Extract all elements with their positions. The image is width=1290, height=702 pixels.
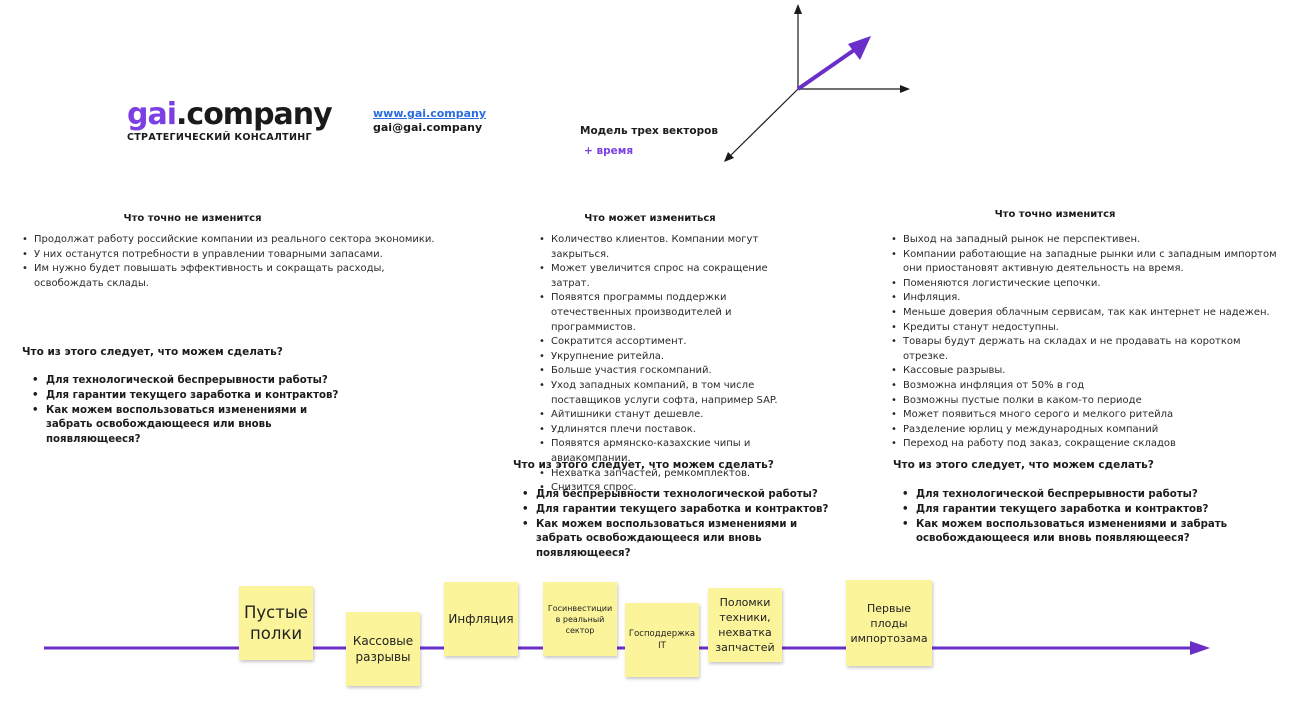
list-item: Укрупнение ритейла. (539, 350, 809, 365)
list-item: Появятся армянско-казахские чипы и авиак… (539, 437, 809, 466)
sticky-note[interactable]: Инфляция (444, 582, 518, 656)
logo: gai.company СТРАТЕГИЧЕСКИЙ КОНСАЛТИНГ (127, 97, 333, 144)
actions-list-1: Для технологической беспрерывности работ… (32, 374, 352, 448)
model-title: Модель трех векторов (580, 125, 718, 137)
list-item: Кассовые разрывы. (891, 364, 1286, 379)
sticky-note-text: Госинвестиции в реальный сектор (547, 603, 613, 635)
vertical-arrowhead (794, 4, 802, 14)
list-item: Переход на работу под заказ, сокращение … (891, 437, 1286, 452)
sticky-note[interactable]: Господдержка IT (625, 603, 699, 677)
sticky-note[interactable]: Кассовые разрывы (346, 612, 420, 686)
list-item: Как можем воспользоваться изменениями и … (902, 518, 1232, 548)
list-item: Для гарантии текущего заработка и контра… (902, 503, 1232, 518)
email-text: gai@gai.company (373, 121, 483, 134)
timeline-arrowhead (1190, 641, 1210, 655)
list-item: Для гарантии текущего заработка и контра… (32, 389, 352, 404)
list-item: Для технологической беспрерывности работ… (32, 374, 352, 389)
vector-arrowhead (848, 36, 871, 60)
actions-title-1: Что из этого следует, что можем сделать? (22, 346, 283, 358)
list-item: Поменяются логистические цепочки. (891, 277, 1286, 292)
column-title-will-change: Что точно изменится (994, 209, 1116, 220)
vector-arrow-line (796, 44, 862, 91)
contacts: www.gai.company gai@gai.company (373, 107, 486, 134)
list-unchanged: Продолжат работу российские компании из … (22, 233, 442, 291)
actions-title-2: Что из этого следует, что можем сделать? (513, 459, 774, 471)
sticky-note[interactable]: Пустые полки (239, 586, 313, 660)
actions-title-3: Что из этого следует, что можем сделать? (893, 459, 1154, 471)
actions-list-3: Для технологической беспрерывности работ… (902, 488, 1232, 547)
list-item: Для гарантии текущего заработка и контра… (522, 503, 842, 518)
list-item: Количество клиентов. Компании могут закр… (539, 233, 809, 262)
actions-list-2: Для беспрерывности технологической работ… (522, 488, 842, 562)
sticky-note[interactable]: Госинвестиции в реальный сектор (543, 582, 617, 656)
list-item: Выход на западный рынок не перспективен. (891, 233, 1286, 248)
list-item: Как можем воспользоваться изменениями и … (522, 518, 842, 562)
logo-brand: gai (127, 97, 177, 132)
list-item: Больше участия госкомпаний. (539, 364, 809, 379)
list-item: Для беспрерывности технологической работ… (522, 488, 842, 503)
list-item: Возможна инфляция от 50% в год (891, 379, 1286, 394)
sticky-note-text: Инфляция (448, 612, 514, 626)
diagonal-axis (727, 88, 799, 159)
list-will-change: Выход на западный рынок не перспективен.… (891, 233, 1286, 452)
column-title-may-change: Что может измениться (584, 213, 716, 224)
list-item: Разделение юрлиц у международных компани… (891, 423, 1286, 438)
sticky-note-text: Первые плоды импортозама (850, 601, 928, 645)
website-link[interactable]: www.gai.company (373, 107, 487, 120)
list-item: Айтишники станут дешевле. (539, 408, 809, 423)
list-item: Нехватка запчастей, ремкомплектов. (539, 467, 809, 482)
logo-rest: .company (176, 97, 333, 132)
list-item: Удлинятся плечи поставок. (539, 423, 809, 438)
list-item: Инфляция. (891, 291, 1286, 306)
model-time-label: + время (584, 145, 634, 157)
list-item: Компании работающие на западные рынки ил… (891, 248, 1286, 277)
column-title-unchanged: Что точно не изменится (123, 213, 262, 224)
sticky-note-text: Кассовые разрывы (352, 634, 414, 664)
list-item: У них останутся потребности в управлении… (22, 248, 442, 263)
list-item: Возможны пустые полки в каком-то периоде (891, 394, 1286, 409)
list-item: Меньше доверия облачным сервисам, так ка… (891, 306, 1286, 321)
list-may-change: Количество клиентов. Компании могут закр… (539, 233, 809, 496)
sticky-note-text: Поломки техники, нехватка запчастей (715, 596, 775, 654)
sticky-note[interactable]: Первые плоды импортозама (846, 580, 932, 666)
diagonal-arrowhead (724, 152, 734, 162)
logo-wordmark: gai.company (127, 97, 333, 132)
list-item: Может появиться много серого и мелкого р… (891, 408, 1286, 423)
sticky-note-text: Господдержка IT (628, 629, 696, 651)
list-item: Появятся программы поддержки отечественн… (539, 291, 809, 335)
sticky-note[interactable]: Поломки техники, нехватка запчастей (708, 588, 782, 662)
list-item: Им нужно будет повышать эффективность и … (22, 262, 442, 291)
vector-diagram (724, 4, 910, 162)
list-item: Как можем воспользоваться изменениями и … (32, 404, 352, 448)
sticky-note-text: Пустые полки (243, 603, 309, 643)
list-item: Кредиты станут недоступны. (891, 321, 1286, 336)
list-item: Может увеличится спрос на сокращение зат… (539, 262, 809, 291)
list-item: Сократится ассортимент. (539, 335, 809, 350)
list-item: Уход западных компаний, в том числе пост… (539, 379, 809, 408)
list-item: Для технологической беспрерывности работ… (902, 488, 1232, 503)
list-item: Товары будут держать на складах и не про… (891, 335, 1286, 364)
logo-subtitle: СТРАТЕГИЧЕСКИЙ КОНСАЛТИНГ (127, 132, 312, 143)
horizontal-arrowhead (900, 85, 910, 93)
timeline-arrow (44, 641, 1210, 655)
list-item: Продолжат работу российские компании из … (22, 233, 442, 248)
